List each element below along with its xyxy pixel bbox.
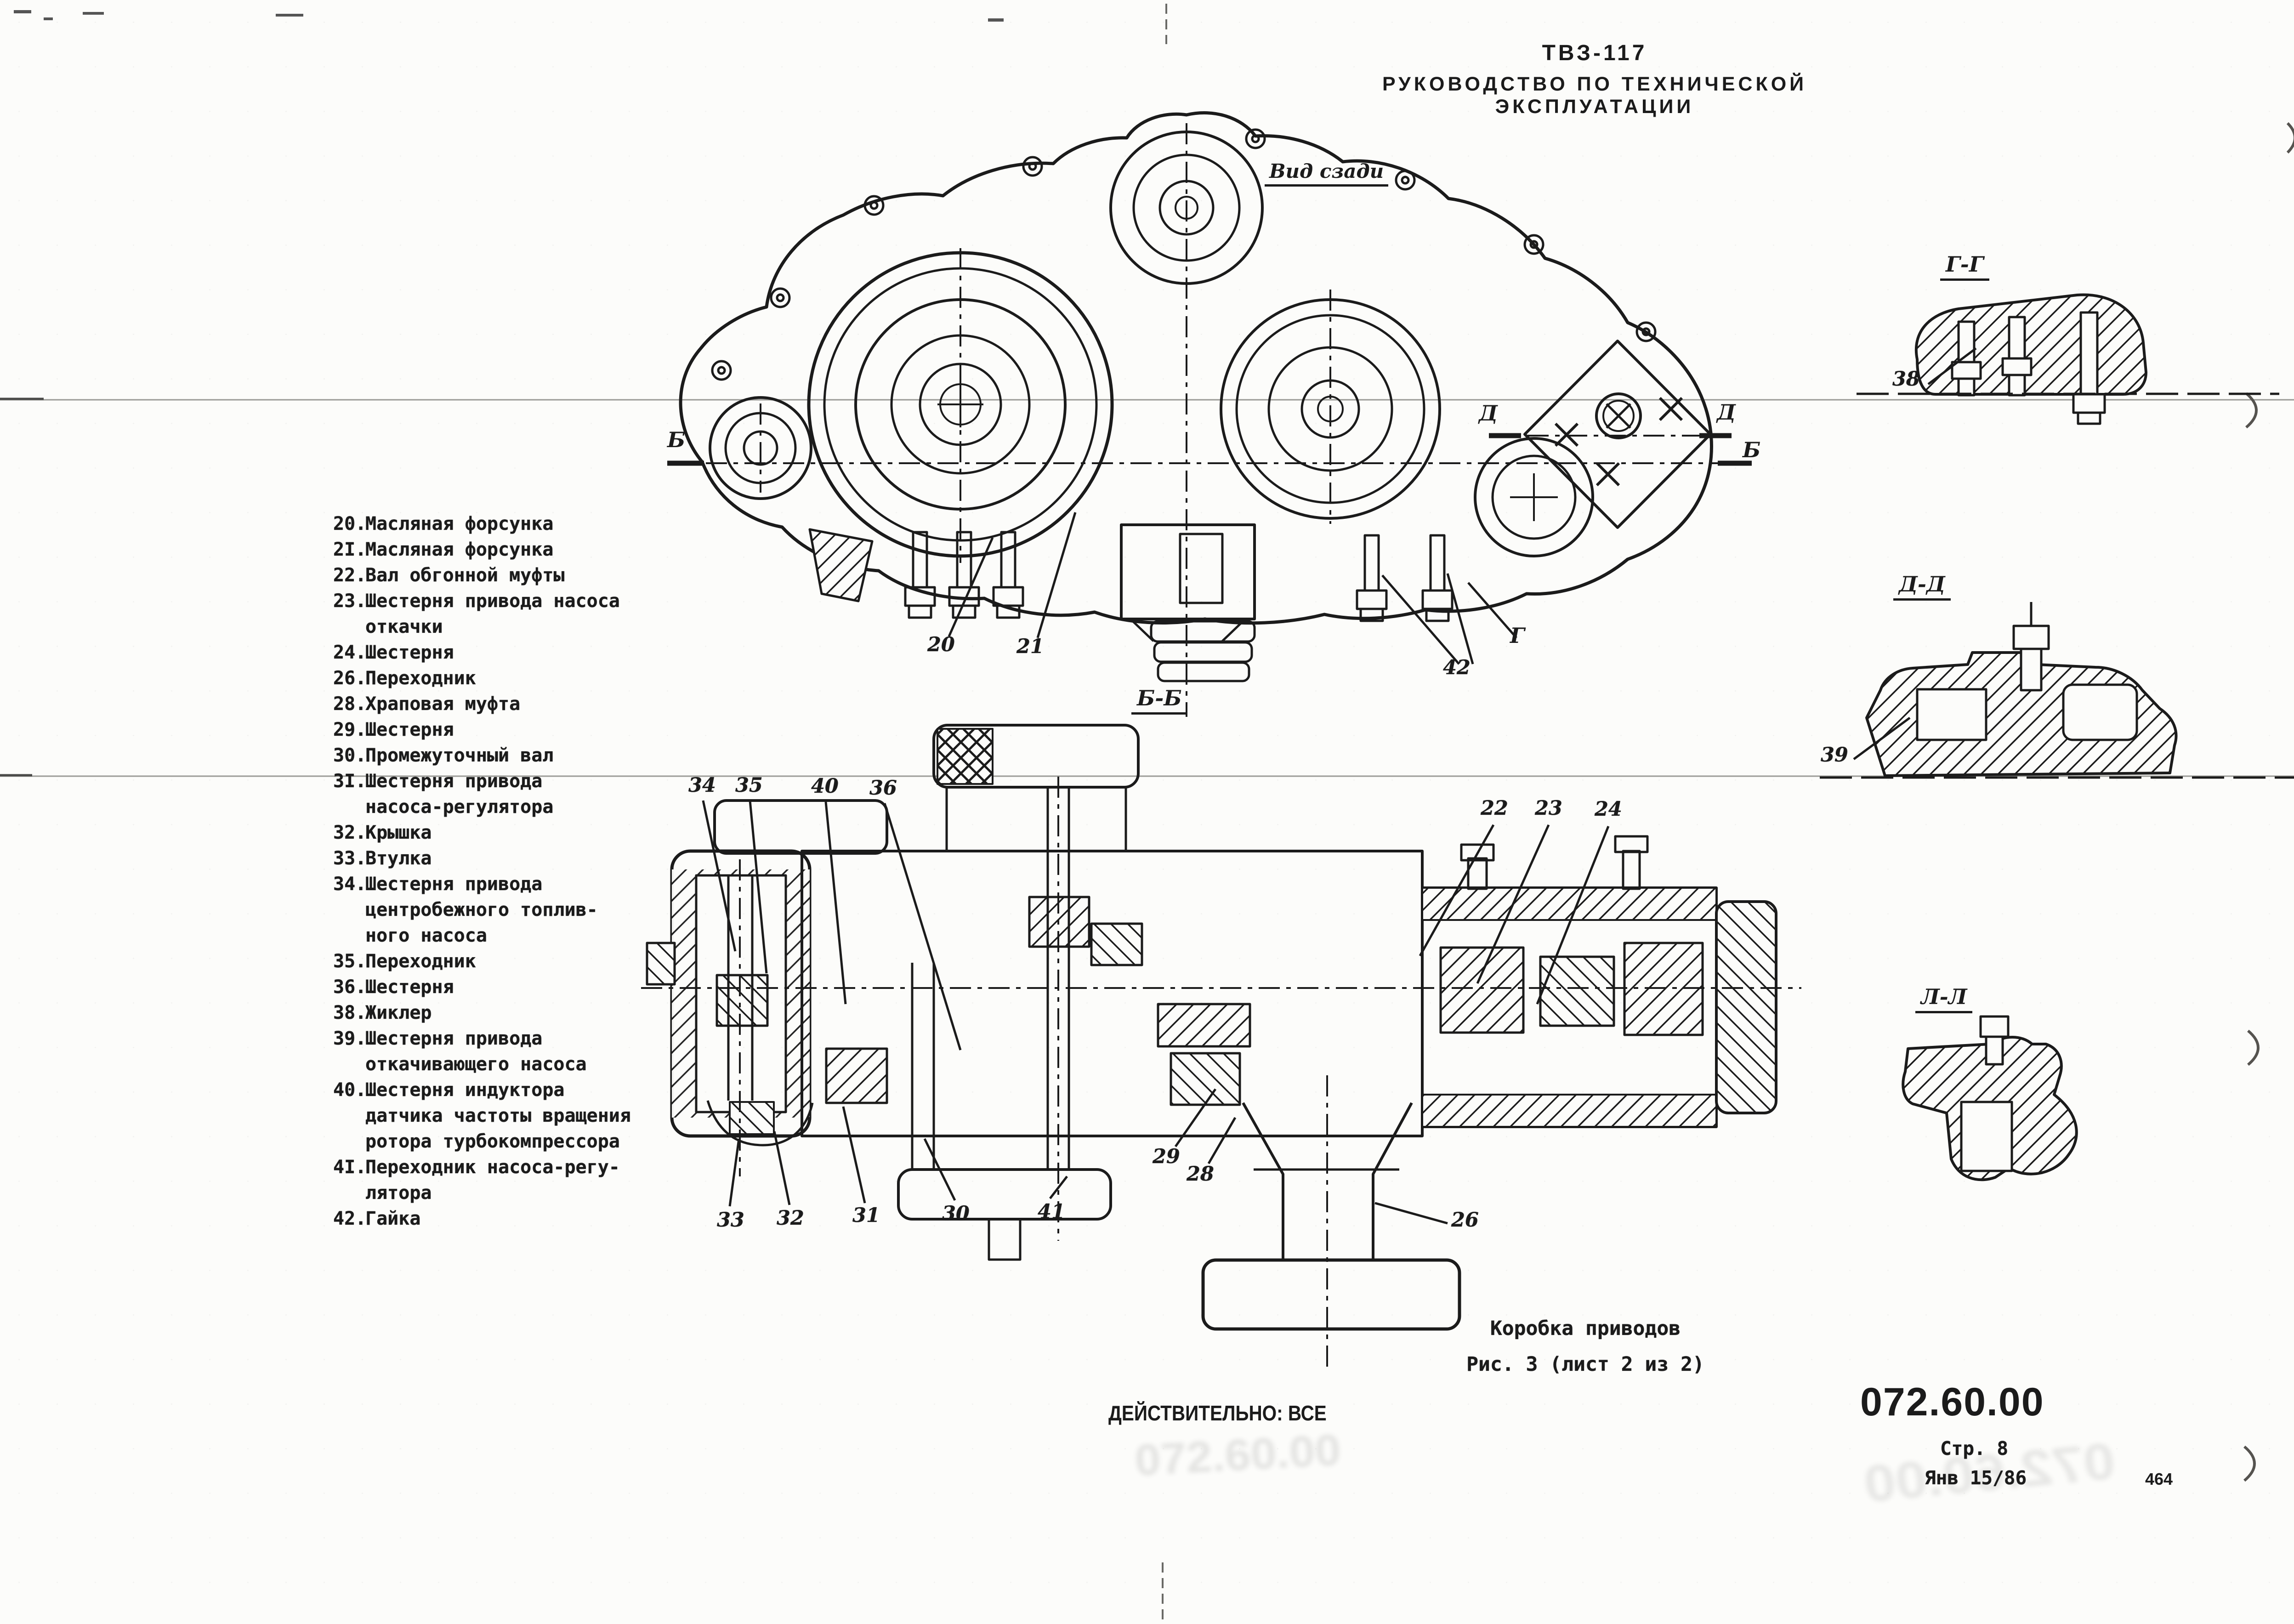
section-marker-b-left: Б	[667, 427, 686, 452]
bleed-through-stamp: 072.60.00	[1133, 1425, 1342, 1485]
callout-40: 40	[811, 775, 839, 798]
leader-lines	[702, 512, 1610, 1225]
section-label-ll: Л-Л	[1915, 984, 1973, 1013]
parts-list-item: 29.Шестерня	[333, 719, 454, 740]
parts-list-item: 22.Вал обгонной муфты	[333, 565, 565, 586]
section-bb-drawing	[641, 724, 1801, 1367]
section-marker-d-left: Д	[1479, 401, 1498, 426]
section-label-bb: Б-Б	[1131, 686, 1187, 715]
rear-view-label: Вид сзади	[1265, 160, 1389, 187]
parts-list-item: 38.Жиклер	[333, 1002, 432, 1023]
section-marker-b-right: Б	[1743, 437, 1761, 462]
page-number: Стр. 8	[1940, 1437, 2009, 1459]
callout-22: 22	[1481, 797, 1508, 820]
callout-36: 36	[869, 777, 897, 800]
document-number: 072.60.00	[1860, 1380, 2044, 1424]
callout-32: 32	[777, 1207, 804, 1230]
parts-list-item: 26.Переходник	[333, 668, 476, 689]
parts-list-item: 34.Шестерня привода центробежного топлив…	[333, 874, 598, 946]
callout-21: 21	[1016, 635, 1044, 658]
callout-39: 39	[1821, 744, 1848, 767]
callout-33: 33	[717, 1209, 744, 1232]
callout-41: 41	[1038, 1200, 1065, 1223]
section-marker-d-right: Д	[1717, 400, 1736, 425]
parts-list-item: 40.Шестерня индуктора датчика частоты вр…	[333, 1079, 631, 1152]
section-label-dd: Д-Д	[1893, 572, 1951, 601]
parts-list-item: 28.Храповая муфта	[333, 693, 521, 715]
callout-38: 38	[1892, 368, 1920, 391]
callout-24: 24	[1595, 798, 1622, 821]
scan-specks	[14, 10, 1004, 22]
parts-list-item: 20.Масляная форсунка	[333, 513, 554, 534]
figure-number: Рис. 3 (лист 2 из 2)	[1466, 1353, 1704, 1376]
parts-list-item: 39.Шестерня привода откачивающего насоса	[333, 1028, 587, 1075]
binder-marks	[2243, 122, 2294, 1482]
callout-29: 29	[1153, 1145, 1180, 1168]
parts-list-item: 30.Промежуточный вал	[333, 745, 554, 766]
parts-list-item: 23.Шестерня привода насоса откачки	[333, 591, 620, 637]
engine-model: ТВЗ-117	[1542, 41, 1647, 65]
manual-title: РУКОВОДСТВО ПО ТЕХНИЧЕСКОЙ ЭКСПЛУАТАЦИИ	[1382, 73, 1807, 118]
callout-30: 30	[942, 1202, 970, 1225]
page-header: ТВЗ-117 РУКОВОДСТВО ПО ТЕХНИЧЕСКОЙ ЭКСПЛ…	[1300, 40, 1889, 118]
callout-23: 23	[1535, 797, 1562, 820]
callout-42: 42	[1443, 656, 1471, 679]
callout-34: 34	[688, 774, 716, 797]
rear-view-drawing	[667, 111, 1752, 717]
callout-31: 31	[852, 1204, 880, 1227]
callout-35: 35	[735, 774, 763, 797]
validity-note: ДЕЙСТВИТЕЛЬНО: ВСЕ	[1108, 1401, 1327, 1425]
revision-date: Янв 15/86	[1925, 1467, 2027, 1489]
parts-list-item: 35.Переходник	[333, 951, 476, 972]
print-code: 464	[2145, 1470, 2173, 1488]
section-label-gg: Г-Г	[1940, 252, 1989, 281]
figure-caption: Коробка приводов Рис. 3 (лист 2 из 2)	[1461, 1311, 1709, 1382]
parts-list-item: 33.Втулка	[333, 848, 432, 869]
parts-list-item: 2I.Масляная форсунка	[333, 539, 554, 560]
parts-list-item: 32.Крышка	[333, 822, 432, 843]
section-ll-drawing	[1902, 1015, 2078, 1181]
section-gg-drawing	[1857, 293, 2279, 425]
parts-list-item: 4I.Переходник насоса-регу- лятора	[333, 1157, 620, 1204]
parts-list-item: 42.Гайка	[333, 1208, 421, 1229]
parts-list: 20.Масляная форсунка 2I.Масляная форсунк…	[333, 511, 696, 1232]
section-dd-drawing	[1820, 602, 2294, 779]
callout-20: 20	[927, 633, 955, 656]
figure-title: Коробка приводов	[1490, 1317, 1681, 1340]
callout-28: 28	[1187, 1163, 1214, 1186]
parts-list-item: 24.Шестерня	[333, 642, 454, 663]
callout-26: 26	[1451, 1209, 1479, 1232]
section-marker-g: Г	[1510, 623, 1525, 648]
parts-list-item: 3I.Шестерня привода насоса-регулятора	[333, 771, 554, 818]
parts-list-item: 36.Шестерня	[333, 977, 454, 998]
